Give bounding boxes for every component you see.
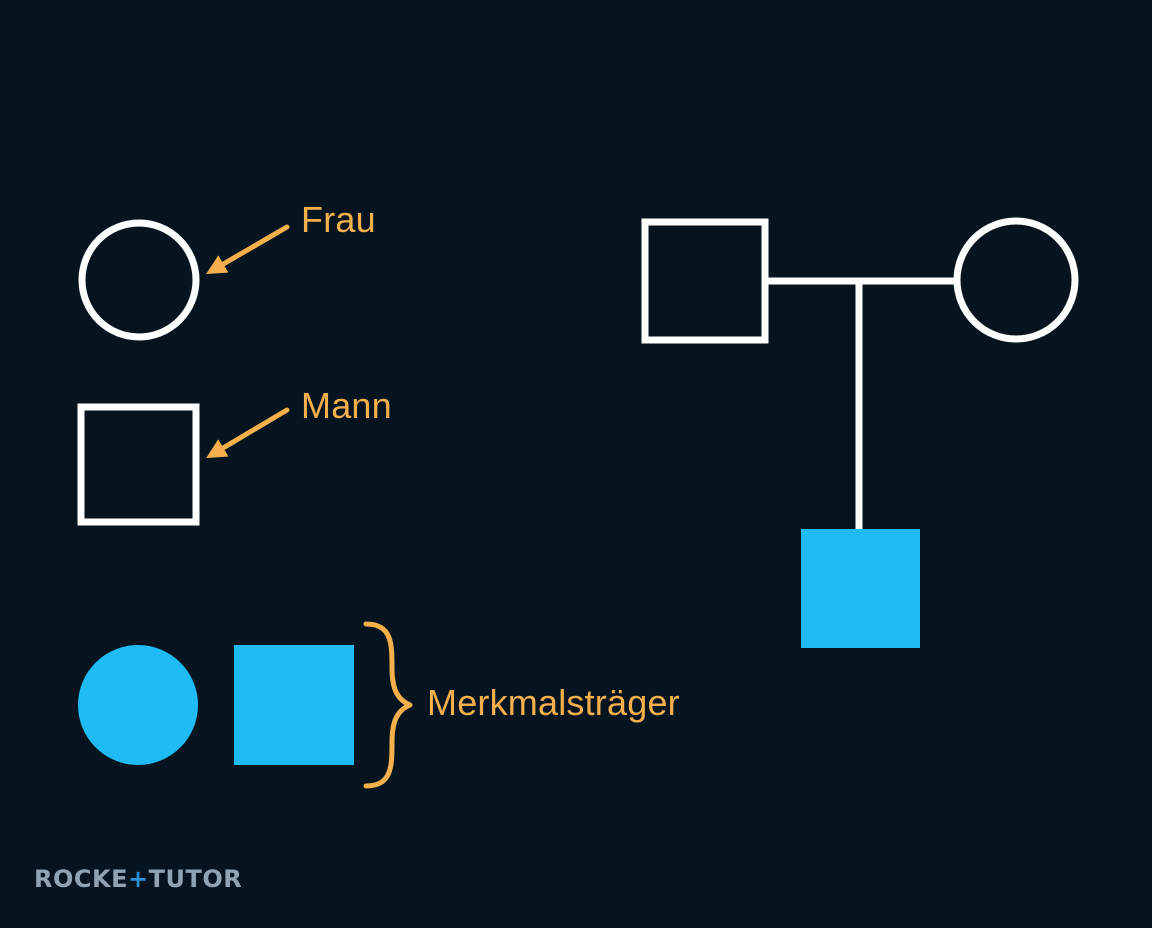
affected-label: Merkmalsträger xyxy=(427,682,680,723)
logo-text-part-1: ROCKE xyxy=(34,865,128,893)
legend-male-symbol xyxy=(77,403,200,526)
mother-symbol xyxy=(953,217,1079,343)
affected-son-symbol xyxy=(801,529,920,648)
rocketutor-logo: ROCKE+TUTOR xyxy=(34,867,242,891)
father-symbol xyxy=(641,218,769,344)
affected-brace xyxy=(363,621,413,789)
logo-plus-mark: + xyxy=(128,865,149,893)
female-arrow xyxy=(206,224,290,275)
logo-text-part-2: TUTOR xyxy=(148,865,243,893)
female-label: Frau xyxy=(301,199,376,240)
legend-affected-male-symbol xyxy=(234,645,354,765)
male-label: Mann xyxy=(301,385,392,426)
legend-female-symbol xyxy=(78,219,200,341)
male-arrow xyxy=(206,407,290,459)
legend-affected-female-symbol xyxy=(78,645,198,765)
